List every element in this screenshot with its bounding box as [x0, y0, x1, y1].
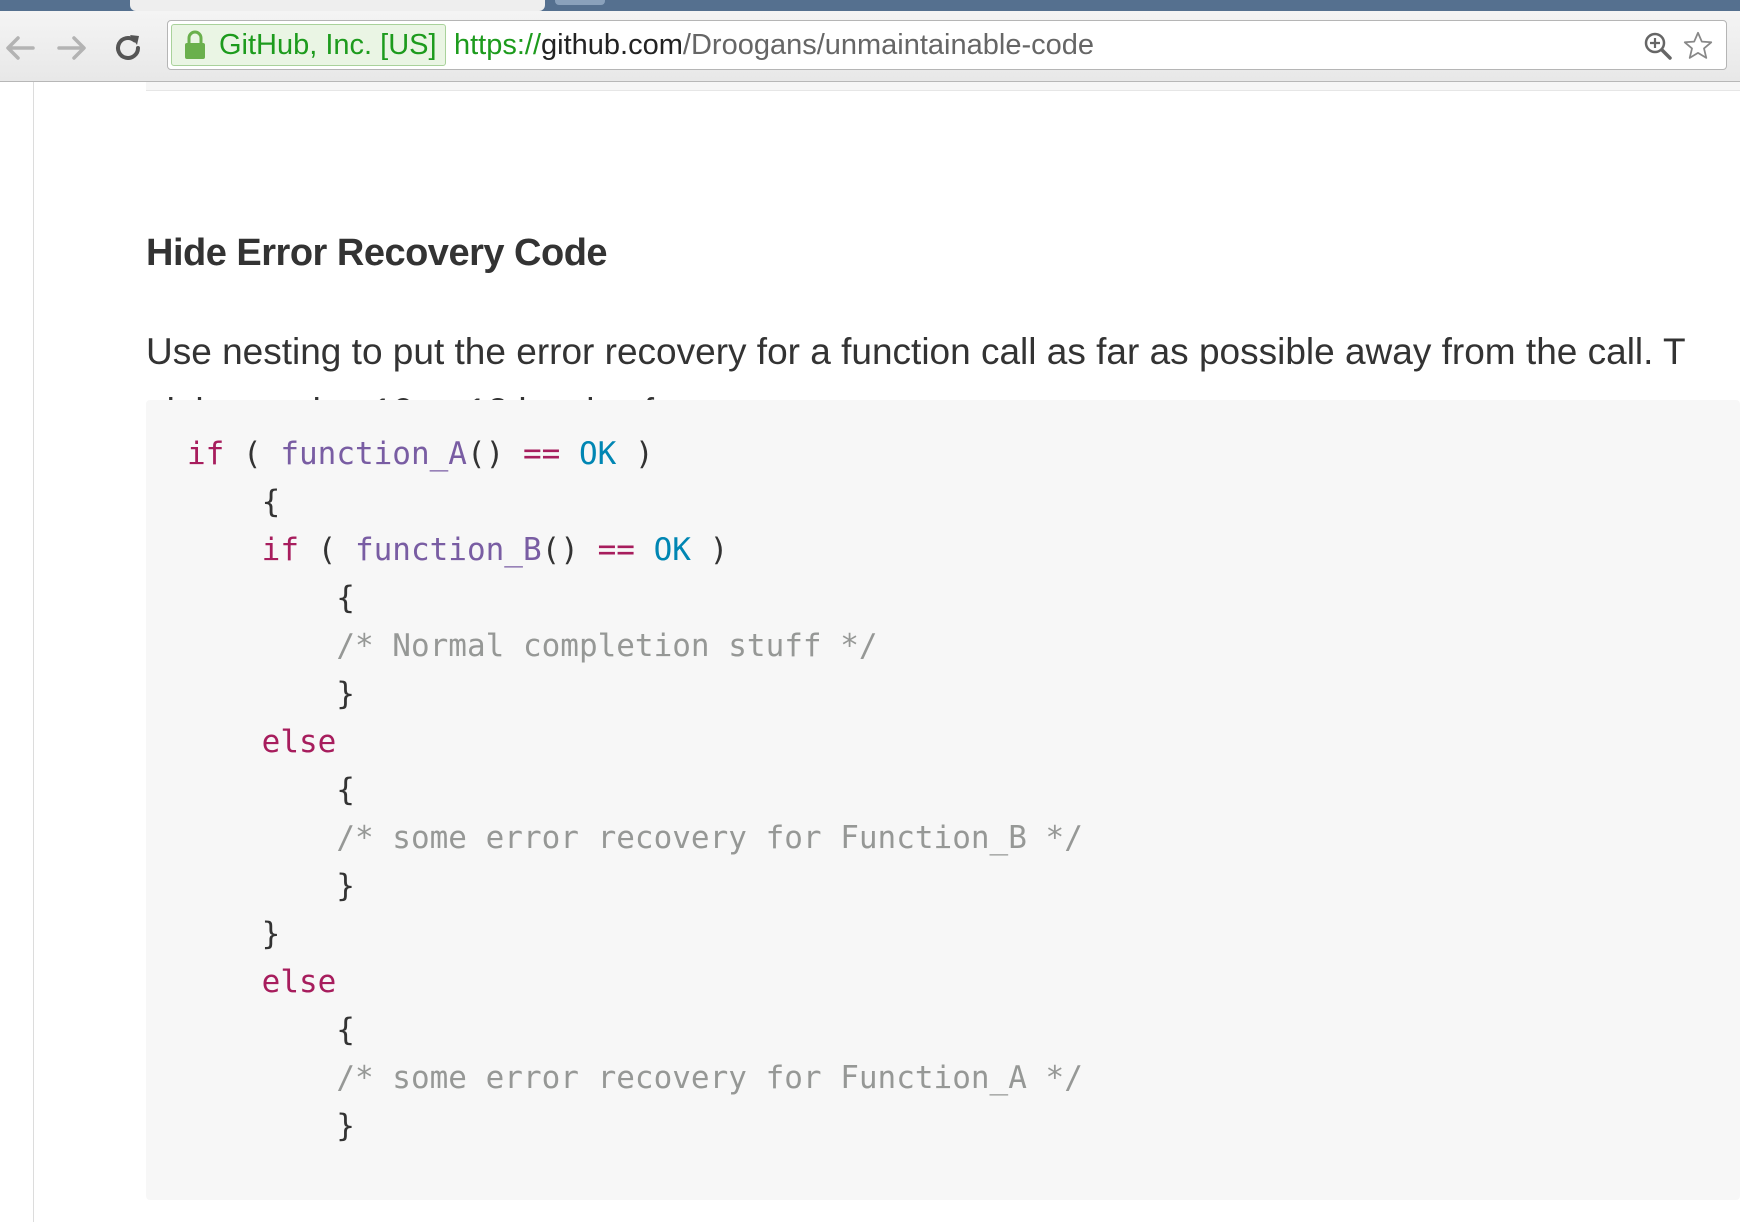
plain-token: [560, 436, 579, 472]
plain-token: {: [187, 484, 281, 520]
plain-token: (): [466, 436, 523, 472]
constant-token: OK: [653, 532, 691, 568]
code-line: /* some error recovery for Function_B */: [187, 814, 1083, 862]
bookmark-star-icon[interactable]: [1683, 31, 1713, 61]
operator-token: ==: [522, 436, 561, 472]
section-heading: Hide Error Recovery Code: [146, 232, 608, 274]
plain-token: (: [298, 532, 355, 568]
lock-icon: [183, 30, 207, 60]
forward-button[interactable]: [52, 28, 92, 68]
code-line: {: [187, 766, 1083, 814]
comment-token: /* some error recovery for Function_B */: [336, 820, 1083, 856]
constant-token: OK: [578, 436, 617, 472]
address-bar[interactable]: GitHub, Inc. [US] https://github.com/Dro…: [167, 20, 1727, 70]
comment-token: /* some error recovery for Function_A */: [336, 1060, 1083, 1096]
code-line: /* Normal completion stuff */: [187, 622, 1083, 670]
forward-arrow-icon: [57, 36, 86, 60]
plain-token: [187, 964, 262, 1000]
browser-toolbar: GitHub, Inc. [US] https://github.com/Dro…: [0, 11, 1740, 82]
code-line: {: [187, 574, 1083, 622]
code-line: else: [187, 958, 1083, 1006]
plain-token: [187, 820, 336, 856]
plain-token: [187, 1060, 336, 1096]
code-line: }: [187, 862, 1083, 910]
plain-token: [187, 628, 336, 664]
plain-token: {: [187, 772, 355, 808]
plain-token: }: [187, 676, 355, 712]
keyword-token: else: [261, 964, 337, 1000]
url-scheme: https://: [454, 29, 542, 61]
tab-inactive[interactable]: [555, 0, 605, 5]
paragraph-line: Use nesting to put the error recovery fo…: [146, 331, 1686, 372]
plain-token: }: [187, 916, 281, 952]
zoom-icon[interactable]: [1643, 31, 1673, 61]
code-line: }: [187, 670, 1083, 718]
code-text: if ( function_A() == OK ) { if ( functio…: [187, 430, 1083, 1150]
operator-token: ==: [597, 532, 635, 568]
back-button[interactable]: [0, 28, 40, 68]
reload-button[interactable]: [108, 28, 148, 68]
tab-strip: [0, 0, 1740, 11]
function-token: function_A: [280, 436, 467, 472]
comment-token: /* Normal completion stuff */: [336, 628, 878, 664]
page-content: Hide Error Recovery Code Use nesting to …: [0, 82, 1740, 1222]
plain-token: ): [690, 532, 729, 568]
plain-token: (): [541, 532, 598, 568]
reload-icon: [116, 35, 140, 60]
code-line: if ( function_B() == OK ): [187, 526, 1083, 574]
code-line: {: [187, 1006, 1083, 1054]
code-line: /* some error recovery for Function_A */: [187, 1054, 1083, 1102]
function-token: function_B: [354, 532, 542, 568]
tab-active[interactable]: [130, 0, 545, 11]
plain-token: {: [187, 1012, 355, 1048]
keyword-token: if: [261, 532, 299, 568]
plain-token: [187, 724, 262, 760]
keyword-token: if: [187, 436, 225, 472]
code-line: if ( function_A() == OK ): [187, 430, 1083, 478]
plain-token: }: [187, 868, 355, 904]
code-line: {: [187, 478, 1083, 526]
ev-certificate-label: GitHub, Inc. [US]: [219, 28, 437, 61]
code-line: }: [187, 910, 1083, 958]
code-line: }: [187, 1102, 1083, 1150]
keyword-token: else: [261, 724, 337, 760]
plain-token: [635, 532, 654, 568]
plain-token: {: [187, 580, 355, 616]
back-arrow-icon: [6, 36, 35, 60]
ev-certificate-chip[interactable]: GitHub, Inc. [US]: [171, 24, 446, 66]
left-border: [33, 82, 34, 1222]
plain-token: [187, 532, 262, 568]
plain-token: }: [187, 1108, 355, 1144]
plain-token: ): [616, 436, 654, 472]
plain-token: (: [224, 436, 281, 472]
url-host: github.com: [541, 29, 683, 61]
previous-code-block-edge: [146, 82, 1740, 91]
url-path: /Droogans/unmaintainable-code: [682, 29, 1095, 61]
url-text[interactable]: https://github.com/Droogans/unmaintainab…: [454, 21, 1094, 69]
code-block: if ( function_A() == OK ) { if ( functio…: [146, 400, 1740, 1200]
code-line: else: [187, 718, 1083, 766]
